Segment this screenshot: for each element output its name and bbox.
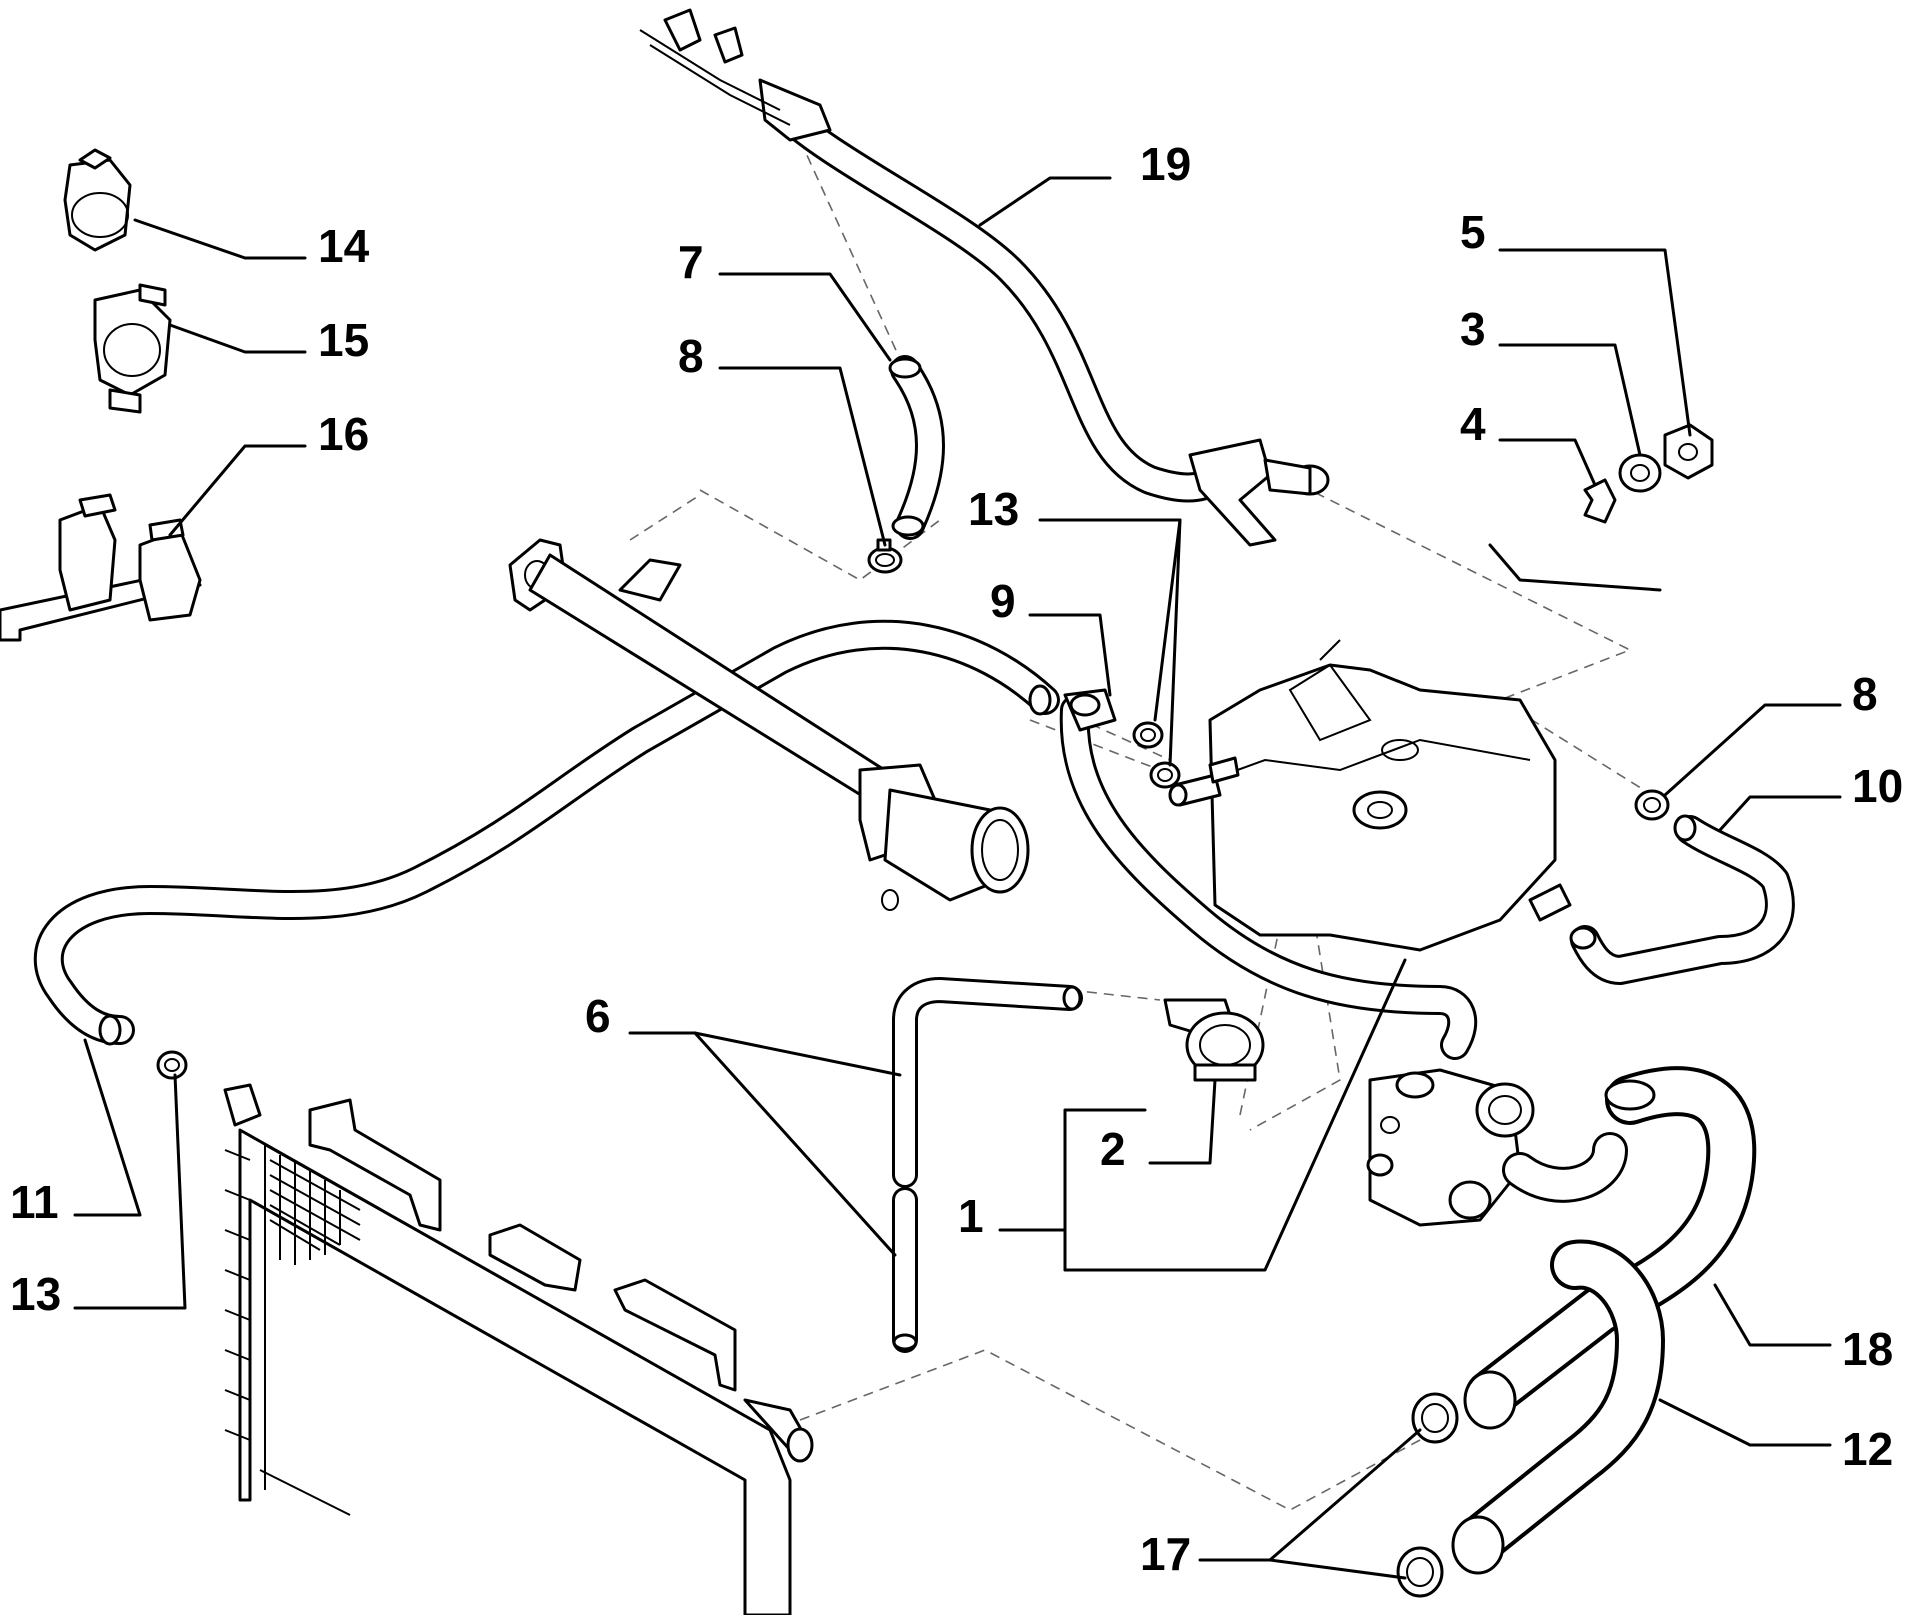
hose-6	[892, 977, 1083, 1353]
callout-6: 6	[585, 990, 611, 1042]
callout-15: 15	[318, 314, 369, 366]
callout-7: 7	[678, 236, 704, 288]
callout-9: 9	[990, 575, 1016, 627]
callout-12: 12	[1842, 1423, 1893, 1475]
radiator	[223, 1083, 814, 1615]
thermostat-housing	[1366, 1068, 1628, 1227]
callout-14: 14	[318, 220, 370, 272]
hose-7	[888, 355, 945, 540]
callout-17: 17	[1140, 1528, 1191, 1580]
expansion-tank	[1168, 639, 1572, 952]
callout-8-upper: 8	[678, 330, 704, 382]
hose-main-long	[33, 619, 1060, 1046]
callout-5: 5	[1460, 206, 1486, 258]
callout-19: 19	[1140, 138, 1191, 190]
hose-9	[1059, 688, 1478, 1060]
callout-8-right: 8	[1852, 668, 1878, 720]
callout-3: 3	[1460, 303, 1486, 355]
washer-3	[1618, 453, 1662, 493]
clip-4	[1583, 478, 1617, 524]
callout-labels: 19 14 15 16 7 8 5 3 4 13 9 8 10 6 2 1 11…	[10, 138, 1903, 1580]
callout-10: 10	[1852, 760, 1903, 812]
clip-14	[63, 148, 132, 252]
callout-11: 11	[10, 1176, 59, 1228]
clip-16	[0, 493, 202, 642]
hose-19	[639, 8, 1330, 547]
callout-2: 2	[1100, 1123, 1126, 1175]
callout-4: 4	[1460, 398, 1486, 450]
hose-10	[1569, 814, 1795, 985]
radiator-mesh	[269, 1155, 361, 1265]
hose-clamp-8-upper	[867, 538, 903, 574]
callout-18: 18	[1842, 1323, 1893, 1375]
callout-13-lower: 13	[10, 1268, 61, 1320]
callout-13-upper: 13	[968, 483, 1019, 535]
clip-15	[93, 283, 172, 414]
hose-clamp-13-lower	[156, 1050, 188, 1080]
hose-12	[1451, 1239, 1665, 1575]
callout-1: 1	[958, 1190, 984, 1242]
metal-pipe	[508, 538, 1030, 911]
hose-clamp-8-right	[1634, 789, 1670, 821]
cap-2	[1163, 998, 1265, 1082]
callout-16: 16	[318, 408, 369, 460]
hose-clamp-13-upper	[1132, 721, 1181, 789]
leader-lines	[73, 176, 1842, 1580]
hose-clamp-17	[1396, 1392, 1459, 1598]
